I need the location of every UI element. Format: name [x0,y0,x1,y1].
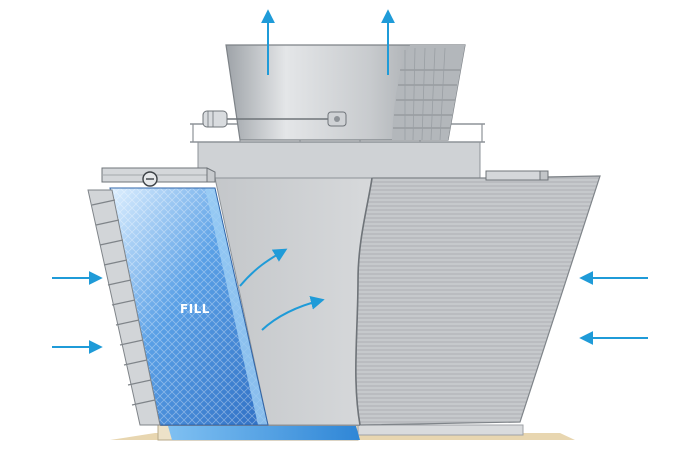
inlet-louvers-left [87,189,161,426]
airflow-arrows [52,9,648,354]
fill-media: FILL [109,187,269,426]
distribution-pipe [101,167,216,187]
gearbox-icon [327,111,347,127]
distribution-pipe-right [485,170,549,181]
fill-label: FILL [180,302,210,316]
cold-water-basin [160,424,360,440]
casing-panel-right [355,175,601,426]
motor-icon [202,110,330,128]
casing-panel-center [214,177,373,426]
arrow-icon [239,248,288,287]
fan-stack [225,44,466,141]
arrow-icon [261,295,325,331]
